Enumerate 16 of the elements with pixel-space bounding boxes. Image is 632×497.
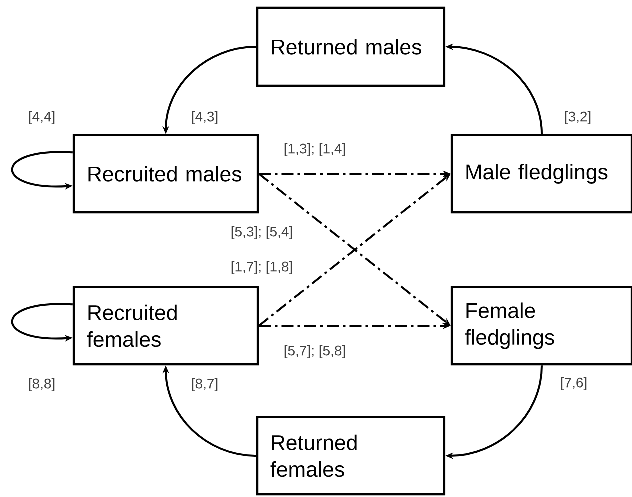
- box: Recruited males: [72, 134, 260, 214]
- box: Male fledglings: [450, 134, 632, 214]
- box: Returned females: [256, 416, 446, 496]
- edge-label: [4,4]: [27, 110, 57, 126]
- box: Female fledglings: [450, 286, 632, 366]
- edge-label: [1,3]; [1,4]: [282, 142, 348, 158]
- box: Recruited females: [72, 286, 260, 366]
- box: Returned males: [256, 6, 446, 88]
- edge-label: [4,3]: [190, 110, 220, 126]
- edge-label: [8,8]: [27, 377, 57, 393]
- edge-label: [1,7]; [1,8]: [230, 260, 294, 276]
- edge-label: [8,7]: [190, 377, 220, 393]
- edge-label: [5,7]; [5,8]: [282, 344, 348, 360]
- edge-label: [5,3]; [5,4]: [230, 225, 294, 241]
- edge-label: [3,2]: [563, 110, 593, 126]
- edge-label: [7,6]: [559, 376, 589, 392]
